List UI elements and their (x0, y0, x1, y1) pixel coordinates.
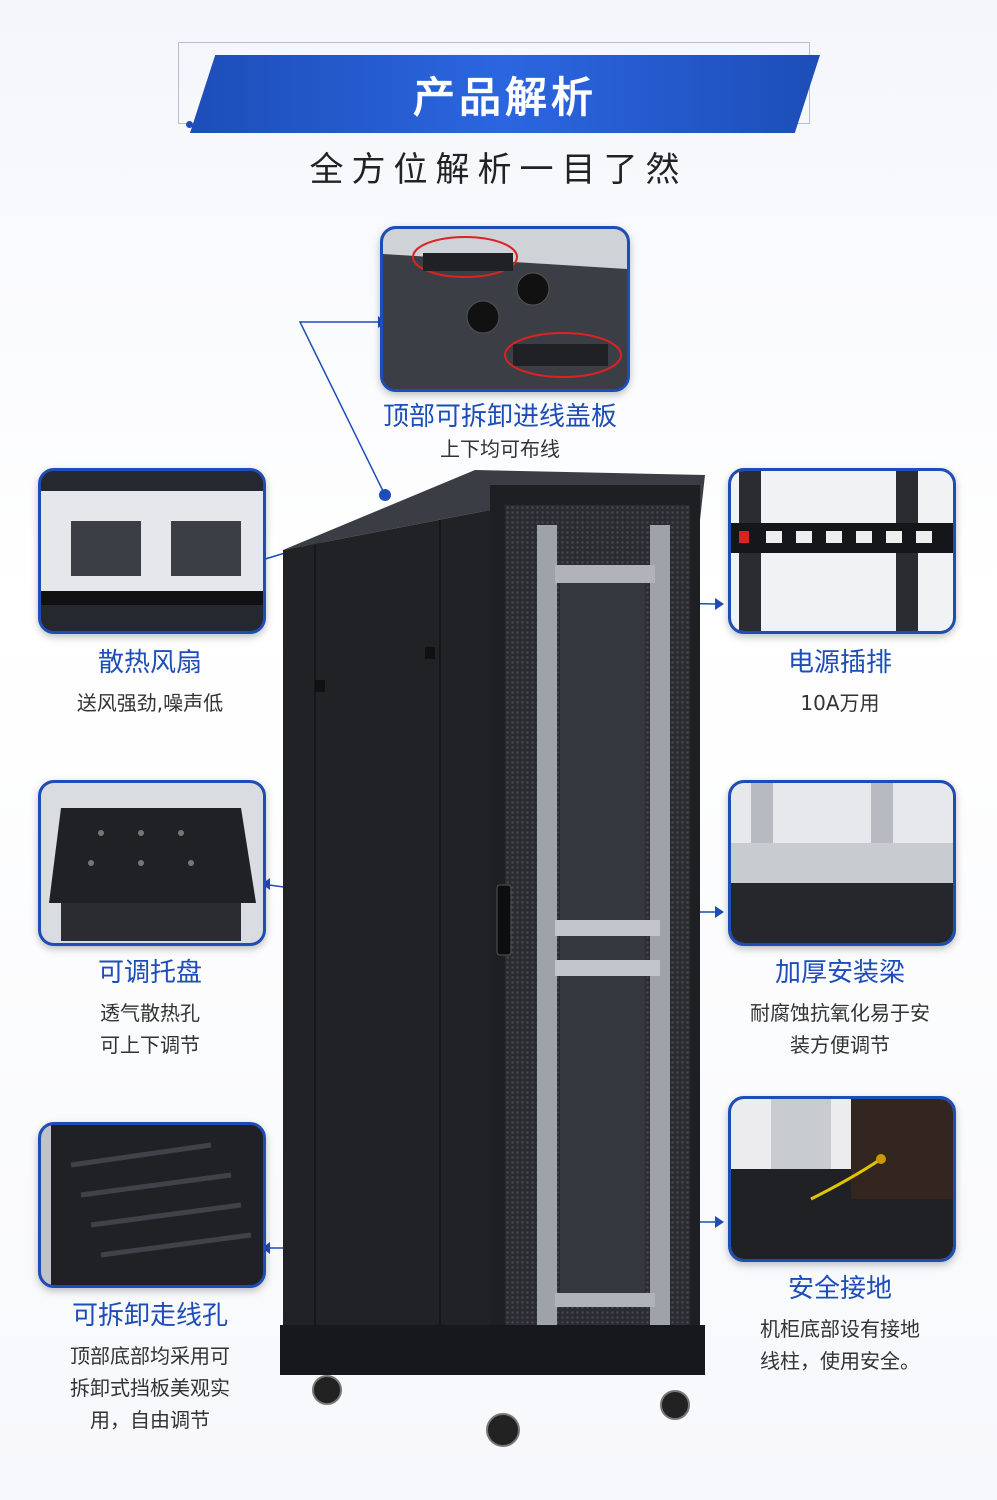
grounding-desc-line: 线柱，使用安全。 (760, 1349, 920, 1373)
cable-hole-photo (38, 1122, 266, 1288)
cable-hole-desc-line: 用，自由调节 (90, 1408, 210, 1432)
fan-title: 散热风扇 (97, 648, 202, 678)
tray-desc: 透气散热孔 可上下调节 (20, 997, 280, 1061)
beam-desc: 耐腐蚀抗氧化易于安 装方便调节 (710, 997, 970, 1061)
power-strip-desc: 10A万用 (800, 691, 880, 715)
cable-hole-desc: 顶部底部均采用可 拆卸式挡板美观实 用，自由调节 (20, 1340, 280, 1436)
grounding-desc-line: 机柜底部设有接地 (760, 1317, 920, 1341)
beam-label: 加厚安装梁 耐腐蚀抗氧化易于安 装方便调节 (710, 952, 970, 1061)
cable-hole-desc-line: 顶部底部均采用可 (70, 1344, 230, 1368)
tray-desc-line: 透气散热孔 (100, 1001, 200, 1025)
banner-dot (186, 121, 193, 128)
power-strip-photo (728, 468, 956, 634)
cable-hole-desc-line: 拆卸式挡板美观实 (70, 1376, 230, 1400)
banner-dot (806, 55, 813, 62)
fan-photo (38, 468, 266, 634)
title-banner: 产品解析 (190, 55, 820, 133)
tray-label: 可调托盘 透气散热孔 可上下调节 (20, 952, 280, 1061)
beam-photo (728, 780, 956, 946)
beam-desc-line: 耐腐蚀抗氧化易于安 (750, 1001, 930, 1025)
fan-label: 散热风扇 送风强劲,噪声低 (20, 642, 280, 719)
fan-desc: 送风强劲,噪声低 (76, 691, 224, 715)
power-strip-title: 电源插排 (787, 648, 892, 678)
top-cover-label: 顶部可拆卸进线盖板 上下均可布线 (340, 396, 660, 465)
cable-hole-title: 可拆卸走线孔 (71, 1301, 228, 1331)
page-title: 产品解析 (412, 72, 597, 122)
server-cabinet-illustration (280, 470, 705, 1447)
top-cover-title: 顶部可拆卸进线盖板 (382, 402, 617, 432)
cable-hole-label: 可拆卸走线孔 顶部底部均采用可 拆卸式挡板美观实 用，自由调节 (20, 1295, 280, 1436)
power-strip-label: 电源插排 10A万用 (710, 642, 970, 719)
tray-title: 可调托盘 (97, 958, 202, 988)
tray-desc-line: 可上下调节 (100, 1033, 200, 1057)
grounding-label: 安全接地 机柜底部设有接地 线柱，使用安全。 (710, 1268, 970, 1377)
tray-photo (38, 780, 266, 946)
top-cover-photo (380, 226, 630, 392)
top-cover-desc: 上下均可布线 (440, 437, 560, 461)
grounding-photo (728, 1096, 956, 1262)
grounding-desc: 机柜底部设有接地 线柱，使用安全。 (710, 1313, 970, 1377)
page-subtitle: 全方位解析一目了然 (309, 150, 688, 190)
beam-desc-line: 装方便调节 (790, 1033, 890, 1057)
grounding-title: 安全接地 (787, 1274, 892, 1304)
beam-title: 加厚安装梁 (774, 958, 905, 988)
